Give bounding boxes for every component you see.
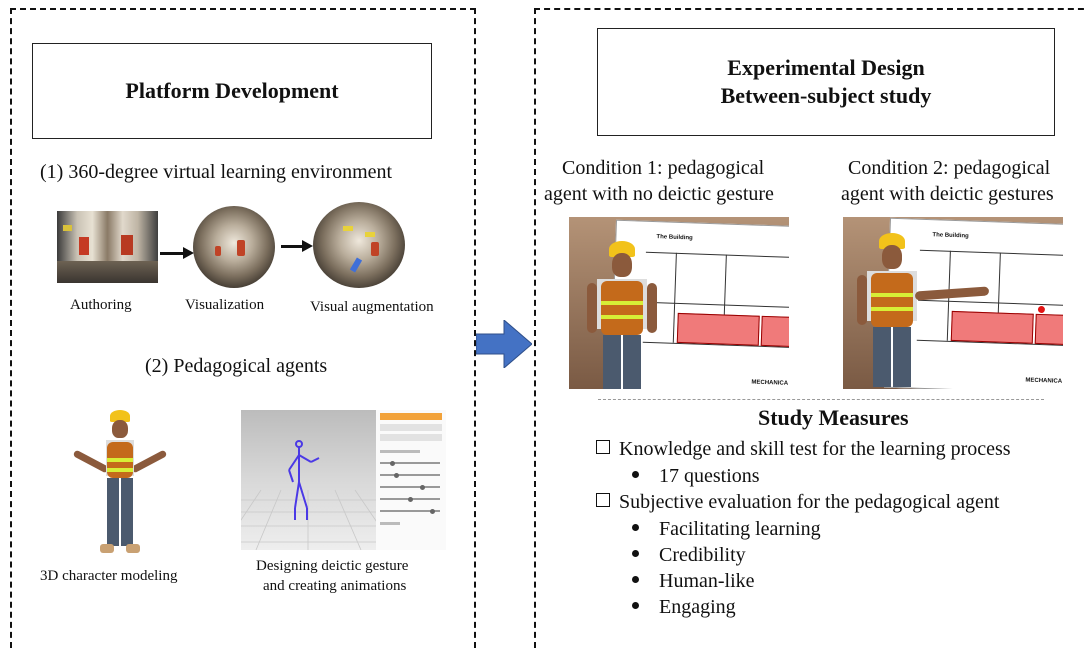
- visual-augmentation-label: Visual augmentation: [310, 299, 434, 315]
- condition2-line1: Condition 2: pedagogical: [848, 157, 1051, 179]
- bullet-icon: [632, 524, 639, 531]
- subjective-item-humanlike: Human-like: [632, 570, 755, 593]
- bullet-icon: [632, 576, 639, 583]
- section-360-heading: (1) 360-degree virtual learning environm…: [40, 161, 393, 183]
- study-measures-title: Study Measures: [758, 405, 909, 430]
- visualization-sphere-image: [193, 206, 275, 288]
- flow-arrow-icon: [476, 320, 532, 368]
- measure-subjective: Subjective evaluation for the pedagogica…: [596, 491, 999, 514]
- condition1-line1: Condition 1: pedagogical: [562, 157, 765, 179]
- arrow-visualization-to-augmentation: [281, 240, 313, 252]
- measures-divider: [598, 399, 1044, 400]
- measure-subjective-text: Subjective evaluation for the pedagogica…: [619, 491, 1000, 513]
- modeling-label: 3D character modeling: [40, 568, 178, 584]
- measure-knowledge-item: 17 questions: [632, 465, 760, 488]
- tpose-character-image: [70, 408, 170, 560]
- authoring-panorama-image: [57, 211, 158, 283]
- gesture-label-line2: and creating animations: [263, 578, 407, 594]
- skeleton-rig-graphic: [288, 440, 320, 520]
- authoring-label: Authoring: [70, 297, 132, 313]
- visual-augmentation-sphere-image: [313, 202, 405, 288]
- platform-development-title: Platform Development: [125, 78, 339, 103]
- subjective-item-credibility: Credibility: [632, 544, 746, 567]
- condition2-scene-image: The Building MECHANICA: [843, 217, 1063, 389]
- condition2-line2: agent with deictic gestures: [841, 183, 1054, 205]
- experimental-design-title: Experimental Design: [727, 55, 925, 80]
- bullet-icon: [632, 550, 639, 557]
- between-subject-title: Between-subject study: [720, 83, 932, 108]
- platform-development-title-box: Platform Development: [32, 43, 432, 139]
- checkbox-icon: [596, 493, 610, 507]
- condition1-line2: agent with no deictic gesture: [544, 183, 774, 205]
- experimental-design-panel: [534, 8, 1084, 648]
- visualization-label: Visualization: [185, 297, 265, 313]
- measure-knowledge: Knowledge and skill test for the learnin…: [596, 438, 1011, 461]
- animation-tool-screenshot: [241, 410, 446, 550]
- arrow-authoring-to-visualization: [160, 247, 194, 259]
- bullet-icon: [632, 471, 639, 478]
- subjective-item-engaging: Engaging: [632, 596, 736, 619]
- condition1-scene-image: The Building MECHANICA: [569, 217, 789, 389]
- checkbox-icon: [596, 440, 610, 454]
- section-agents-heading: (2) Pedagogical agents: [145, 355, 328, 377]
- gesture-label-line1: Designing deictic gesture: [256, 558, 409, 574]
- experimental-design-title-box: Experimental Design Between-subject stud…: [597, 28, 1055, 136]
- measure-knowledge-text: Knowledge and skill test for the learnin…: [619, 438, 1011, 460]
- subjective-item-facilitating: Facilitating learning: [632, 518, 821, 541]
- bullet-icon: [632, 602, 639, 609]
- platform-development-panel: [10, 8, 476, 648]
- grid-floor-graphic: [241, 440, 376, 550]
